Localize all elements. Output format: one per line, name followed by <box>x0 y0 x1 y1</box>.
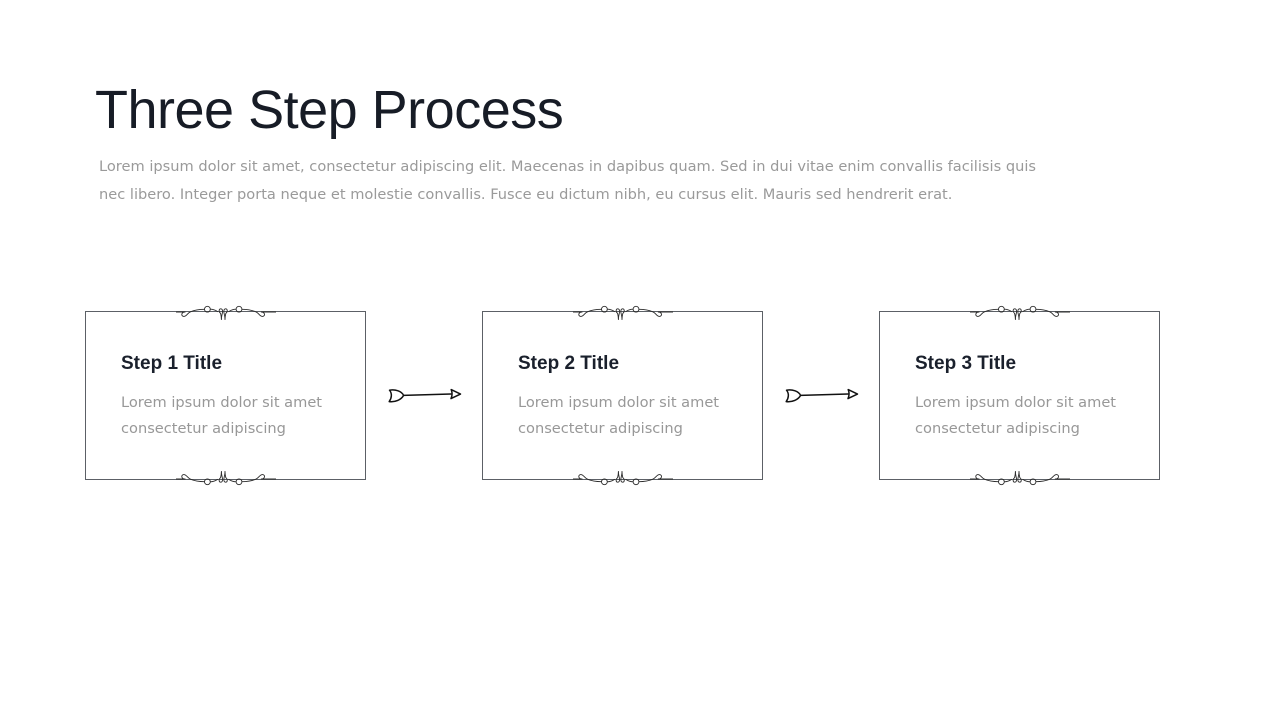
hand-drawn-arrow-right-icon <box>785 388 859 403</box>
step-description: Lorem ipsum dolor sit amet consectetur a… <box>121 394 323 437</box>
step-description: Lorem ipsum dolor sit amet consectetur a… <box>915 394 1117 437</box>
step-connector-2 <box>763 311 879 481</box>
page-subtitle: Lorem ipsum dolor sit amet, consectetur … <box>99 157 1036 203</box>
step-card-2[interactable]: Step 2 Title Lorem ipsum dolor sit amet … <box>482 305 763 486</box>
step-title: Step 2 Title <box>518 353 620 374</box>
hand-drawn-arrow-right-icon <box>388 388 462 403</box>
step-card-1[interactable]: Step 1 Title Lorem ipsum dolor sit amet … <box>85 305 366 486</box>
step-card-3[interactable]: Step 3 Title Lorem ipsum dolor sit amet … <box>879 305 1160 486</box>
step-connector-1 <box>366 311 482 481</box>
flourish-ornament-bottom-icon <box>572 467 673 491</box>
flourish-ornament-bottom-icon <box>175 467 276 491</box>
page-title: Three Step Process <box>95 80 564 141</box>
step-title: Step 1 Title <box>121 353 223 374</box>
step-description: Lorem ipsum dolor sit amet consectetur a… <box>518 394 720 437</box>
three-step-process-diagram: Step 1 Title Lorem ipsum dolor sit amet … <box>85 305 1160 486</box>
step-title: Step 3 Title <box>915 353 1017 374</box>
flourish-ornament-bottom-icon <box>969 467 1070 491</box>
